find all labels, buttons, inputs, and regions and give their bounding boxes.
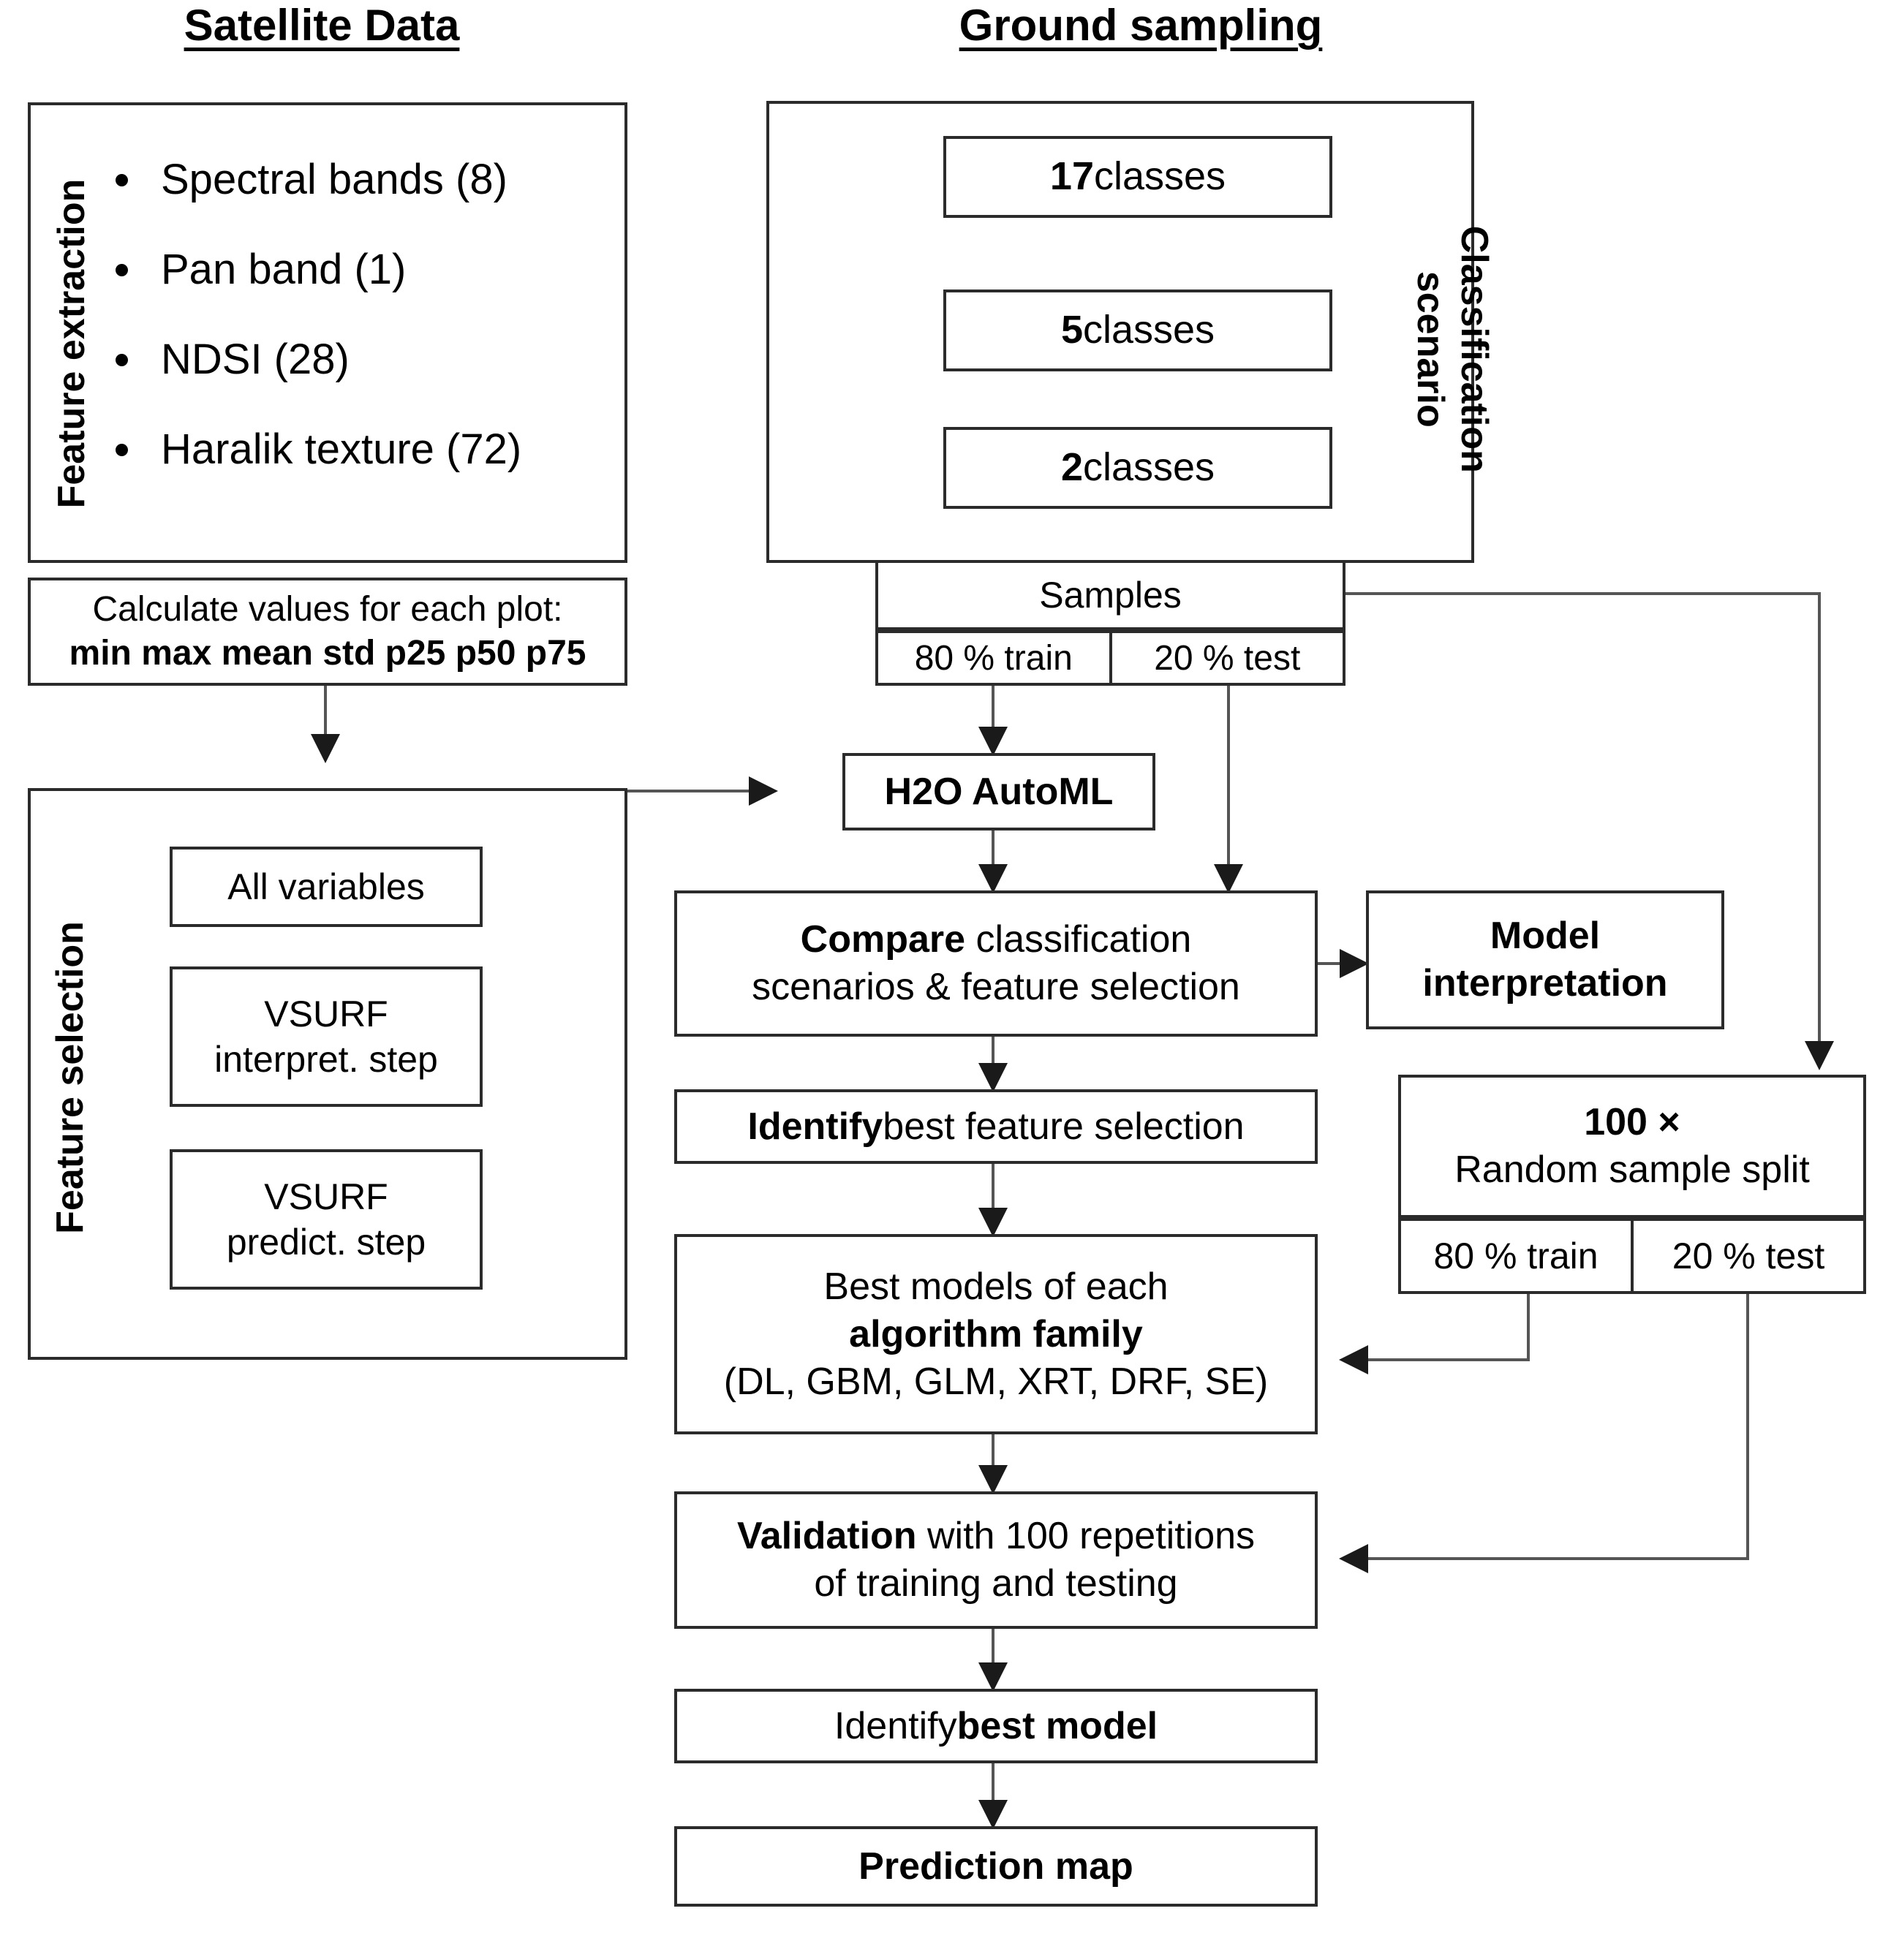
feature-option-line-1: VSURF bbox=[264, 1176, 388, 1217]
validation-line-1: Validation with 100 repetitions bbox=[737, 1513, 1255, 1560]
best-models-line-3: (DL, GBM, GLM, XRT, DRF, SE) bbox=[723, 1360, 1269, 1403]
scenario-count: 5 bbox=[1060, 308, 1083, 352]
validation-box: Validation with 100 repetitions of train… bbox=[674, 1491, 1318, 1629]
scenario-unit: classes bbox=[1082, 445, 1215, 490]
random-split-count: 100 × bbox=[1584, 1101, 1680, 1143]
compare-line-2: scenarios & feature selection bbox=[752, 966, 1240, 1008]
scenario-count: 17 bbox=[1049, 154, 1094, 199]
random-split-test-label: 20 % test bbox=[1672, 1236, 1825, 1276]
best-models-box: Best models of each algorithm family (DL… bbox=[674, 1234, 1318, 1434]
calculate-values-box: Calculate values for each plot: min max … bbox=[28, 578, 627, 686]
validation-bold: Validation bbox=[736, 1515, 917, 1557]
random-split-row: 80 % train 20 % test bbox=[1398, 1218, 1866, 1294]
validation-line-2: of training and testing bbox=[814, 1562, 1178, 1605]
validation-rest: with 100 repetitions bbox=[916, 1515, 1256, 1557]
best-models-line-1: Best models of each bbox=[823, 1265, 1169, 1308]
calculate-line-2: min max mean std p25 p50 p75 bbox=[69, 634, 586, 673]
feature-option-vsurf-predict[interactable]: VSURF predict. step bbox=[170, 1149, 483, 1290]
identify-best-feature-selection-box: Identify best feature selection bbox=[674, 1089, 1318, 1164]
bullet-item: Spectral bands (8) bbox=[108, 155, 521, 204]
model-interpretation-line-1: Model bbox=[1490, 915, 1601, 957]
scenario-unit: classes bbox=[1082, 308, 1215, 352]
h2o-automl-label: H2O AutoML bbox=[884, 770, 1114, 813]
samples-test-cell: 20 % test bbox=[1110, 630, 1345, 686]
best-models-line-2: algorithm family bbox=[849, 1312, 1143, 1355]
feature-selection-label: Feature selection bbox=[49, 921, 91, 1234]
feature-option-line-2: predict. step bbox=[226, 1222, 426, 1263]
classification-scenario-label: Classification scenario bbox=[1408, 145, 1495, 554]
classification-scenario-line-1: Classification bbox=[1452, 225, 1495, 473]
feature-extraction-bullet-list: Spectral bands (8) Pan band (1) NDSI (28… bbox=[108, 155, 521, 474]
feature-option-line-2: interpret. step bbox=[214, 1039, 438, 1080]
random-split-test-cell: 20 % test bbox=[1632, 1218, 1866, 1294]
header-satellite-data: Satellite Data bbox=[184, 1, 460, 50]
prediction-map-label: Prediction map bbox=[858, 1844, 1133, 1888]
identify-best-model-box: Identify best model bbox=[674, 1689, 1318, 1763]
classification-scenario-line-2: scenario bbox=[1409, 270, 1452, 428]
compare-rest: classification bbox=[965, 918, 1192, 961]
bullet-item: NDSI (28) bbox=[108, 335, 521, 384]
compare-scenarios-box: Compare classification scenarios & featu… bbox=[674, 890, 1318, 1037]
h2o-automl-box[interactable]: H2O AutoML bbox=[842, 753, 1155, 830]
feature-option-vsurf-interpret[interactable]: VSURF interpret. step bbox=[170, 966, 483, 1107]
samples-train-label: 80 % train bbox=[914, 638, 1073, 678]
random-split-train-label: 80 % train bbox=[1433, 1236, 1599, 1276]
identify-model-bold: best model bbox=[956, 1704, 1158, 1747]
scenario-box-17-classes[interactable]: 17 classes bbox=[943, 136, 1332, 218]
feature-extraction-label: Feature extraction bbox=[50, 178, 93, 509]
scenario-count: 2 bbox=[1060, 445, 1083, 490]
model-interpretation-line-2: interpretation bbox=[1422, 962, 1668, 1004]
identify-model-rest: Identify bbox=[834, 1704, 957, 1747]
samples-box: Samples bbox=[875, 560, 1345, 630]
feature-option-label: All variables bbox=[227, 866, 425, 907]
scenario-box-5-classes[interactable]: 5 classes bbox=[943, 290, 1332, 371]
identify-feature-bold: Identify bbox=[747, 1105, 883, 1148]
compare-bold: Compare bbox=[800, 918, 966, 961]
samples-split-row: 80 % train 20 % test bbox=[875, 630, 1345, 686]
model-interpretation-box: Model interpretation bbox=[1366, 890, 1724, 1029]
feature-option-line-1: VSURF bbox=[264, 993, 388, 1034]
bullet-item: Haralik texture (72) bbox=[108, 425, 521, 474]
samples-test-label: 20 % test bbox=[1154, 638, 1301, 678]
identify-feature-rest: best feature selection bbox=[883, 1105, 1245, 1148]
scenario-box-2-classes[interactable]: 2 classes bbox=[943, 427, 1332, 509]
samples-title: Samples bbox=[1039, 574, 1182, 616]
random-sample-split-box: 100 × Random sample split bbox=[1398, 1075, 1866, 1218]
bullet-item: Pan band (1) bbox=[108, 245, 521, 294]
compare-line-1: Compare classification bbox=[801, 916, 1192, 964]
calculate-line-1: Calculate values for each plot: bbox=[92, 590, 563, 629]
samples-train-cell: 80 % train bbox=[875, 630, 1111, 686]
scenario-unit: classes bbox=[1094, 154, 1226, 199]
feature-option-all-variables[interactable]: All variables bbox=[170, 847, 483, 927]
random-split-train-cell: 80 % train bbox=[1398, 1218, 1632, 1294]
header-ground-sampling: Ground sampling bbox=[959, 1, 1323, 50]
prediction-map-box: Prediction map bbox=[674, 1826, 1318, 1907]
random-split-title: Random sample split bbox=[1454, 1149, 1810, 1191]
